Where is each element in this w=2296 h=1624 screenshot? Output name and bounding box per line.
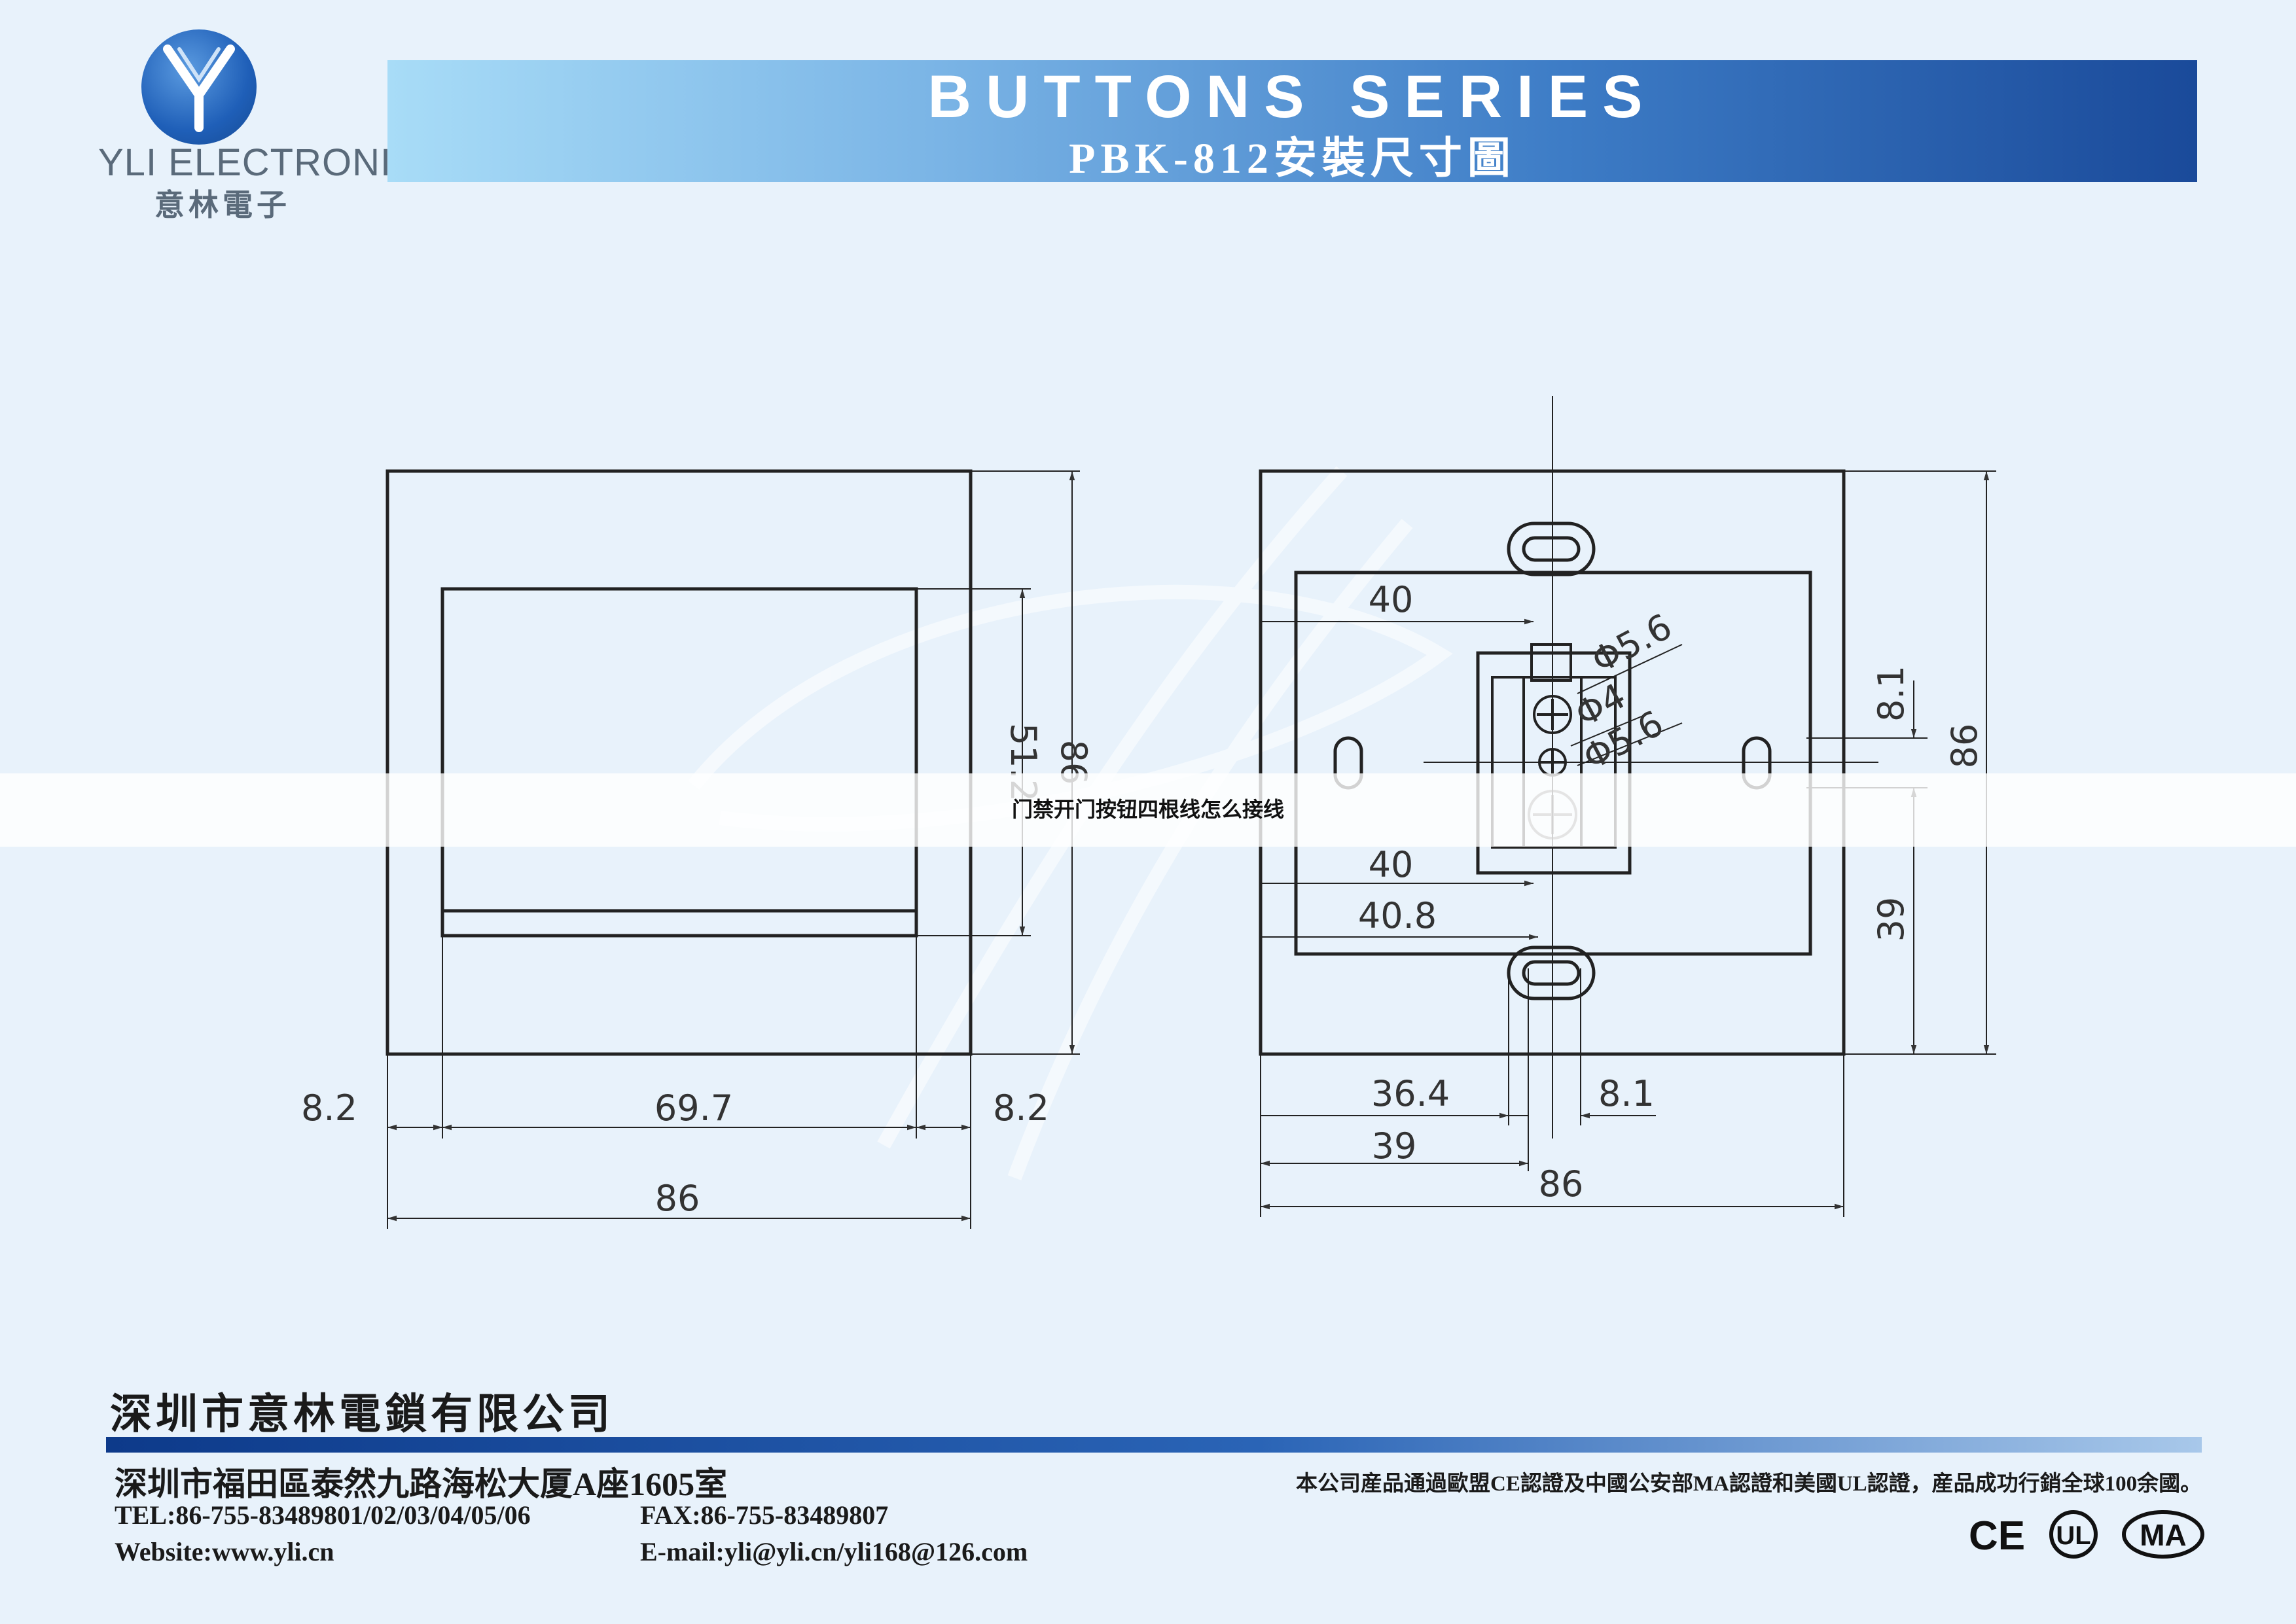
back-dim-8-1-right: 8.1 [1871,665,1912,722]
back-dim-mid-40: 40 [1369,844,1414,885]
header-banner: BUTTONS SERIES PBK-812安裝尺寸圖 [387,60,2197,183]
front-dim-middle: 69.7 [655,1087,733,1129]
front-dimension-lines [387,470,1080,1229]
company-name: 深圳市意林電鎖有限公司 [110,1390,614,1439]
company-telephone: TEL:86-755-83489801/02/03/04/05/06 [115,1500,531,1530]
back-dim-top-40: 40 [1369,579,1414,620]
ul-mark-icon: UL [2049,1510,2098,1559]
logo-english-name: YLI ELECTRONIC [98,141,420,184]
brand-logo: YLI ELECTRONIC 意林電子 [98,29,420,226]
front-button-face [440,587,918,938]
y-letter-logo-icon [163,44,235,132]
page-title: BUTTONS SERIES [927,63,1657,130]
page-subtitle: PBK-812安裝尺寸圖 [1069,135,1516,183]
company-fax: FAX:86-755-83489807 [640,1500,889,1530]
front-outer-plate [386,469,973,1056]
back-dim-hole-large-1: Φ5.6 [1585,606,1679,682]
svg-text:CE: CE [1969,1513,2025,1559]
ce-mark-icon: CE [1969,1513,2025,1559]
back-dim-39-bottom: 39 [1372,1125,1417,1167]
caption-band [0,773,2296,847]
svg-text:MA: MA [2140,1518,2187,1552]
back-top-tab [1530,643,1572,682]
front-dim-overall-width: 86 [655,1178,700,1219]
back-dim-40-8: 40.8 [1358,895,1437,936]
back-dim-overall-width: 86 [1539,1163,1584,1205]
back-dim-36-4: 36.4 [1371,1073,1450,1114]
ma-mark-icon: MA [2122,1510,2204,1559]
company-email: E-mail:yli@yli.cn/yli168@126.com [640,1537,1028,1566]
front-dim-left: 8.2 [301,1087,357,1129]
svg-text:UL: UL [2056,1521,2090,1550]
logo-chinese-name: 意林電子 [154,187,291,222]
front-dim-right: 8.2 [993,1087,1049,1129]
footer-divider [106,1437,2202,1453]
back-dim-39-right: 39 [1871,897,1912,942]
certification-marks: CE UL MA [1969,1510,2204,1559]
certification-note: 本公司産品通過歐盟CE認證及中國公安部MA認證和美國UL認證，産品成功行銷全球1… [1296,1472,2202,1496]
company-website: Website:www.yli.cn [115,1537,334,1566]
back-top-slot-icon [1507,521,1596,576]
caption-text: 门禁开门按钮四根线怎么接线 [1011,797,1284,822]
back-dimension-lines [1260,396,1996,1217]
back-dim-overall-height: 86 [1944,724,1985,769]
company-address: 深圳市福田區泰然九路海松大厦A座1605室 [115,1466,728,1502]
back-dim-8-1-bottom: 8.1 [1598,1073,1655,1114]
